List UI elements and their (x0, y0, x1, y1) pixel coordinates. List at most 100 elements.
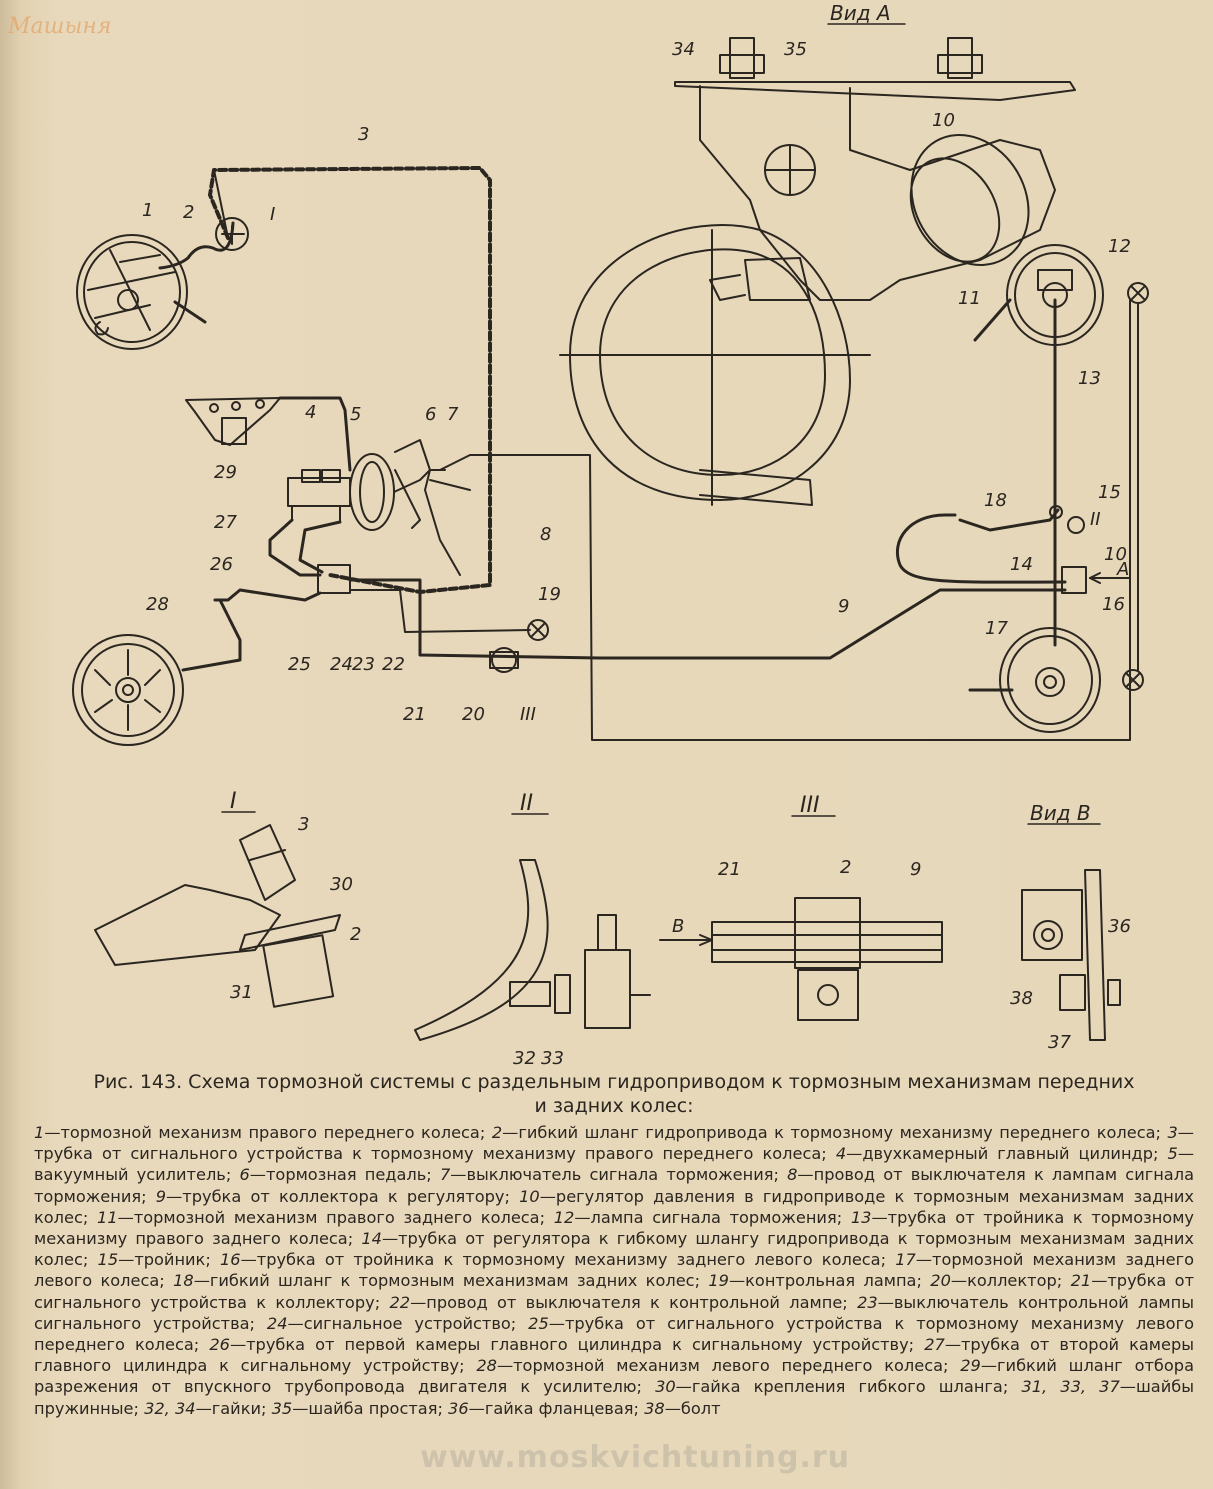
legend-text: —сигнальное устройство; (287, 1313, 529, 1333)
legend-number: 26 (209, 1335, 230, 1355)
legend-entry: 5—вакуумный усилитель; (34, 1144, 1194, 1184)
callout-13: 13 (1078, 368, 1101, 389)
detail-2-drawing (414, 859, 651, 1041)
legend-text: —коллектор; (950, 1271, 1071, 1291)
legend-entry: 23—выключатель контрольной лампы сигналь… (34, 1293, 1194, 1333)
legend-entry: 31, 33, 37—шайбы пружинные; (34, 1377, 1194, 1417)
legend-entry: 11—тормозной механизм правого заднего ко… (97, 1208, 554, 1227)
legend-number: 31, 33, 37 (1021, 1377, 1120, 1397)
view-a-label: Вид А (830, 1, 891, 25)
legend-entry: 26—трубка от первой камеры главного цили… (209, 1335, 924, 1354)
legend-entry: 12—лампа сигнала торможения; (554, 1208, 851, 1227)
legend-number: 13 (850, 1207, 872, 1227)
legend-entry: 25—трубка от сигнального устройства к то… (34, 1314, 1194, 1354)
legend-entry: 29—гибкий шланг отбора разрежения от впу… (34, 1356, 1194, 1396)
legend-text: —регулятор давления в гидроприводе к тор… (34, 1186, 1194, 1227)
legend-number: 36 (448, 1398, 469, 1418)
legend-text: —тормозной механизм правого переднего ко… (44, 1123, 492, 1142)
callout-35: 35 (784, 39, 807, 60)
master-cylinder (287, 469, 351, 523)
legend-entry: 35—шайба простая; (272, 1399, 448, 1418)
legend-entry: 18—гибкий шланг к тормозным механизмам з… (173, 1271, 708, 1290)
view-label-underlines (221, 23, 1101, 825)
callout-7: 7 (447, 404, 459, 425)
legend-number: 15 (97, 1250, 119, 1270)
legend-number: 7 (439, 1165, 451, 1185)
callout-2: 2 (183, 202, 194, 223)
callout-19: 19 (538, 584, 561, 605)
legend-text: —трубка от сигнального устройства к торм… (34, 1123, 1194, 1164)
legend-entry: 20—коллектор; (930, 1271, 1070, 1290)
legend-text: —провод от выключателя к лампам сигнала … (34, 1165, 1194, 1206)
callout-6: 6 (425, 404, 436, 425)
legend-text: —выключатель контрольной лампы сигнально… (34, 1292, 1194, 1333)
legend-text: —трубка от второй камеры главного цилинд… (34, 1335, 1194, 1376)
legend-text: —гибкий шланг к тормозным механизмам зад… (193, 1271, 709, 1291)
viewb-callout-37: 37 (1048, 1032, 1071, 1053)
legend-entry: 17—тормозной механизм заднего левого кол… (34, 1250, 1194, 1290)
legend-entry: 30—гайка крепления гибкого шланга; (655, 1377, 1021, 1396)
legend-entry: 2—гибкий шланг гидропривода к тормозному… (492, 1123, 1168, 1142)
legend-text: —контрольная лампа; (728, 1271, 931, 1291)
caption-line-1: Рис. 143. Схема тормозной системы с разд… (93, 1071, 1135, 1093)
callout-18: 18 (984, 490, 1007, 511)
legend-number: 32, 34 (144, 1398, 196, 1418)
legend-number: 6 (239, 1165, 250, 1185)
legend-number: 20 (930, 1271, 951, 1291)
callout-8: 8 (540, 524, 551, 545)
callout-21: 21 (403, 704, 426, 725)
legend-number: 35 (271, 1398, 293, 1418)
detail-marker-1 (215, 217, 249, 251)
callout-28: 28 (146, 594, 169, 615)
vacuum-booster (349, 453, 446, 531)
legend-number: 11 (97, 1207, 118, 1227)
callout-1: 1 (142, 200, 153, 221)
roman-marker-1: I (270, 204, 275, 225)
legend-text: —тормозной механизм левого переднего кол… (496, 1356, 961, 1376)
brake-system-diagram: Вид А Вид В I II III A B 1 2 3 4 5 6 7 8… (72, 1, 1149, 1069)
legend-text: —тормозная педаль; (249, 1165, 440, 1185)
callout-numbers: 1 2 3 4 5 6 7 8 9 10 11 12 13 14 15 16 1… (142, 39, 1131, 1069)
legend-text: —трубка от первой камеры главного цилинд… (229, 1335, 925, 1355)
view-labels: Вид А Вид В I II III A B (230, 1, 1129, 937)
detail-1-drawing (94, 824, 341, 1008)
legend-number: 24 (266, 1313, 288, 1333)
legend-entry: 19—контрольная лампа; (708, 1271, 930, 1290)
legend-entry: 15—тройник; (98, 1250, 220, 1269)
callout-9: 9 (838, 596, 849, 617)
legend-entry: 32, 34—гайки; (144, 1399, 272, 1418)
legend-text: —трубка от регулятора к гибкому шлангу г… (34, 1229, 1194, 1270)
legend-text: —тормозной механизм правого заднего коле… (117, 1207, 554, 1227)
legend-entry: 6—тормозная педаль; (239, 1165, 439, 1184)
roman-marker-2: II (1090, 509, 1101, 530)
legend-number: 21 (1070, 1271, 1092, 1291)
legend-number: 14 (361, 1229, 382, 1249)
view-b-drawing (1021, 869, 1121, 1041)
legend-text: —гибкий шланг гидропривода к тормозному … (502, 1123, 1168, 1142)
front-left-wheel (72, 598, 242, 746)
legend-entry: 8—провод от выключателя к лампам сигнала… (34, 1165, 1194, 1205)
legend-text: —трубка от тройника к тормозному механиз… (34, 1207, 1194, 1249)
legend-number: 38 (644, 1398, 665, 1418)
callout-11: 11 (958, 288, 981, 309)
detail-3-drawing (659, 897, 943, 1021)
legend-number: 3 (1167, 1123, 1178, 1142)
legend-entry: 9—трубка от коллектора к регулятору; (156, 1187, 519, 1206)
callout-14: 14 (1010, 554, 1033, 575)
legend-entry: 21—трубка от сигнального устройства к ко… (34, 1271, 1194, 1311)
callout-29: 29 (214, 462, 237, 483)
det1-callout-3: 3 (298, 814, 309, 835)
legend-entry: 22—провод от выключателя к контрольной л… (389, 1293, 857, 1312)
callout-27: 27 (214, 512, 237, 533)
legend-number: 18 (173, 1271, 194, 1291)
callout-10-a: 10 (1104, 544, 1127, 565)
callout-34: 34 (672, 39, 695, 60)
legend-number: 28 (476, 1356, 497, 1376)
callout-16: 16 (1102, 594, 1125, 615)
legend-number: 27 (924, 1335, 945, 1355)
legend-number: 23 (857, 1292, 878, 1312)
legend-number: 25 (528, 1313, 549, 1333)
legend-number: 9 (155, 1186, 167, 1206)
watermark-bottom: www.moskvichtuning.ru (420, 1440, 850, 1475)
det3-callout-2: 2 (840, 857, 851, 878)
